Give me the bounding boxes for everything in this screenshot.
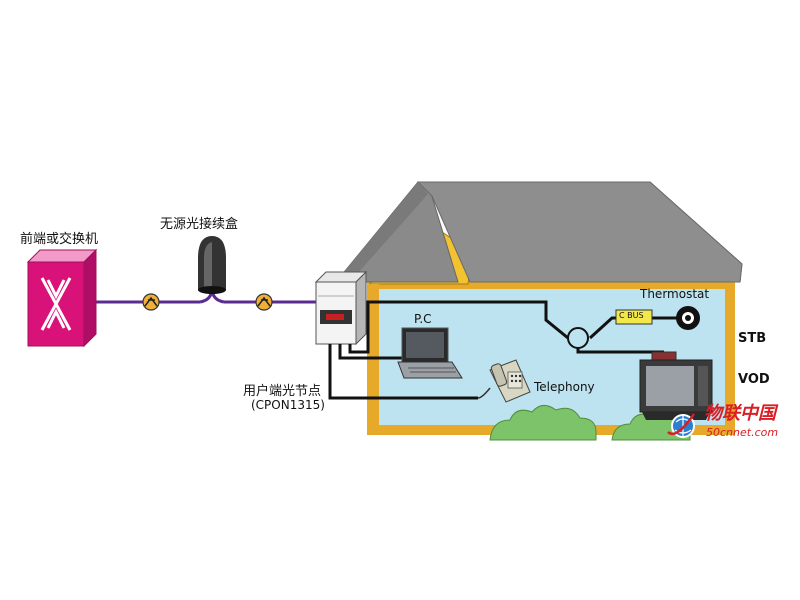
thermostat-icon: [676, 306, 700, 330]
pc-label: P.C: [414, 312, 432, 326]
cbus-label: C BUS: [619, 311, 644, 320]
switch-icon: [26, 248, 98, 348]
fiber-connector-icon: [142, 293, 160, 311]
vod-label: VOD: [738, 372, 770, 387]
splitter-node: [567, 327, 589, 349]
watermark-site: 50cnnet.com: [706, 426, 779, 439]
thermostat-label: Thermostat: [640, 287, 710, 301]
house: [334, 181, 743, 441]
head-end-label: 前端或交换机: [20, 232, 99, 247]
tv-icon: [639, 351, 713, 420]
splice-box-icon: [198, 236, 226, 294]
watermark-brand: 物联中国: [704, 403, 776, 424]
house-roof-top: [416, 181, 743, 283]
onu-icon: [314, 270, 368, 346]
onu-model-label: (CPON1315): [251, 398, 325, 412]
house-roof-front: [336, 182, 428, 282]
stb-label: STB: [738, 331, 767, 346]
onu-label: 用户端光节点: [243, 384, 322, 399]
globe-icon: [667, 413, 696, 438]
telephony-label: Telephony: [534, 380, 595, 394]
fiber-connector-icon: [255, 293, 273, 311]
cbus-box: [615, 309, 653, 325]
internal-cables: [328, 300, 680, 400]
splice-box-label: 无源光接续盒: [160, 217, 239, 232]
phone-icon: [477, 359, 531, 403]
laptop-icon: [397, 327, 463, 379]
